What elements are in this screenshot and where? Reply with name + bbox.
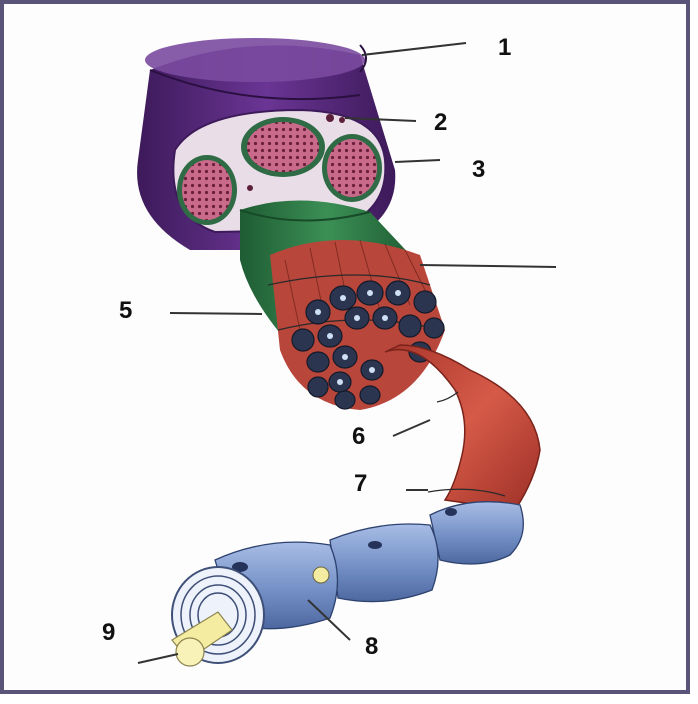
fascicle-middle (241, 117, 325, 177)
leader-line-9 (138, 654, 178, 663)
label-1: 1 (498, 34, 511, 61)
label-5: 5 (119, 297, 132, 324)
label-3: 3 (472, 156, 485, 183)
label-7: 7 (354, 470, 367, 497)
leader-line-5 (170, 313, 262, 314)
leader-line-6 (393, 420, 430, 436)
leader-line-3 (395, 160, 440, 162)
leader-line-1 (362, 43, 466, 55)
fascicle-right (322, 134, 382, 202)
leader-line-4 (420, 265, 556, 267)
label-2: 2 (434, 109, 447, 136)
label-8: 8 (365, 633, 378, 660)
label-9: 9 (102, 619, 115, 646)
label-6: 6 (352, 423, 365, 450)
fascicle-left (177, 155, 237, 225)
